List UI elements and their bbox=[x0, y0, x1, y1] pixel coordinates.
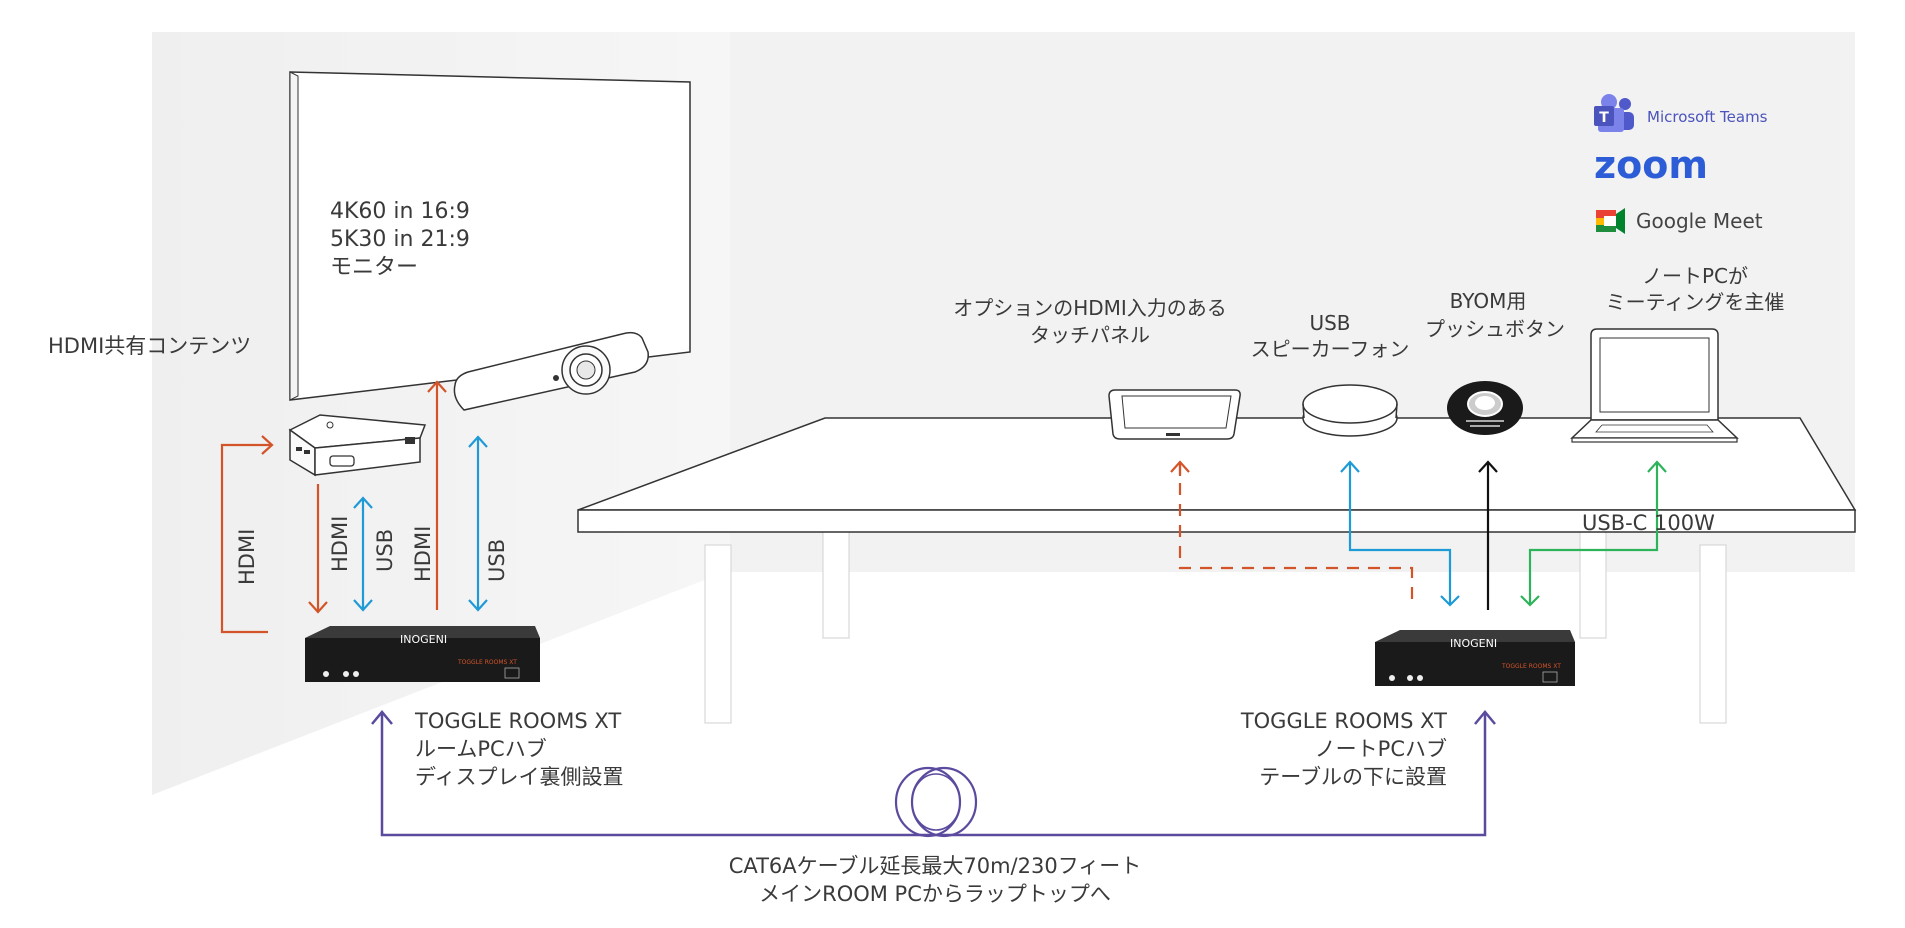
conference-table bbox=[577, 417, 1857, 724]
byom-label-line2: プッシュボタン bbox=[1425, 317, 1565, 341]
video-bar-camera-icon bbox=[453, 331, 649, 411]
google-meet-icon bbox=[1596, 208, 1625, 234]
cable-label-usb-right: USB bbox=[485, 539, 509, 582]
touch-panel-label-line2: タッチパネル bbox=[1030, 323, 1150, 347]
right-cables bbox=[1170, 460, 1667, 610]
cat6a-cable bbox=[371, 710, 1496, 838]
left-cables: HDMI HDMI USB HDMI USB bbox=[220, 380, 509, 634]
hub-right-placement: テーブルの下に設置 bbox=[1259, 765, 1447, 789]
cable-label-usb-mid: USB bbox=[373, 529, 397, 572]
zoom-logo-text: zoom bbox=[1594, 143, 1708, 187]
hub-right-device: INOGENI TOGGLE ROOMS XT bbox=[1375, 630, 1575, 686]
hub-left-device: INOGENI TOGGLE ROOMS XT bbox=[305, 626, 540, 682]
speakerphone-label-line2: スピーカーフォン bbox=[1251, 337, 1410, 361]
laptop-icon bbox=[1570, 328, 1739, 443]
hub-right-role: ノートPCハブ bbox=[1315, 737, 1447, 761]
cable-label-hdmi-left: HDMI bbox=[235, 529, 259, 585]
monitor-spec-line3: モニター bbox=[330, 255, 418, 280]
google-meet-label: Google Meet bbox=[1636, 209, 1763, 233]
cable-label-hdmi-right: HDMI bbox=[411, 526, 435, 582]
svg-text:T: T bbox=[1599, 110, 1609, 126]
monitor: 4K60 in 16:9 5K30 in 21:9 モニター bbox=[289, 71, 691, 401]
monitor-spec-line1: 4K60 in 16:9 bbox=[330, 199, 470, 224]
usb-c-power-label: USB-C 100W bbox=[1582, 511, 1715, 535]
speakerphone-icon bbox=[1302, 384, 1398, 437]
cat6a-caption-line2: メインROOM PCからラップトップへ bbox=[759, 882, 1111, 906]
hdmi-shared-content-label: HDMI共有コンテンツ bbox=[48, 334, 251, 358]
speakerphone-label-line1: USB bbox=[1309, 311, 1350, 335]
cat6a-caption-line1: CAT6Aケーブル延長最大70m/230フィート bbox=[729, 854, 1142, 878]
teams-label: Microsoft Teams bbox=[1647, 108, 1768, 126]
laptop-label-line1: ノートPCが bbox=[1642, 264, 1748, 288]
touch-panel-icon bbox=[1108, 389, 1241, 440]
platform-logos: T Microsoft Teams zoom Google Meet bbox=[1594, 94, 1768, 234]
hub-left-brand: INOGENI bbox=[400, 633, 447, 646]
monitor-spec-line2: 5K30 in 21:9 bbox=[330, 227, 470, 252]
hdmi-source-device-icon bbox=[288, 414, 427, 477]
hub-left-model: TOGGLE ROOMS XT bbox=[457, 659, 517, 666]
laptop-label-line2: ミーティングを主催 bbox=[1606, 290, 1785, 314]
hub-right-brand: INOGENI bbox=[1450, 637, 1497, 650]
hub-right-title: TOGGLE ROOMS XT bbox=[1240, 709, 1447, 733]
hub-left-role: ルームPCハブ bbox=[415, 737, 547, 761]
byom-label-line1: BYOM用 bbox=[1450, 289, 1527, 313]
touch-panel-label-line1: オプションのHDMI入力のある bbox=[953, 296, 1227, 320]
byom-push-button-icon bbox=[1447, 381, 1523, 435]
hub-left-placement: ディスプレイ裏側設置 bbox=[415, 765, 624, 789]
hub-right-model: TOGGLE ROOMS XT bbox=[1501, 663, 1561, 670]
cable-label-hdmi-mid: HDMI bbox=[328, 516, 352, 572]
hub-left-title: TOGGLE ROOMS XT bbox=[414, 709, 621, 733]
microsoft-teams-icon: T bbox=[1594, 94, 1634, 132]
